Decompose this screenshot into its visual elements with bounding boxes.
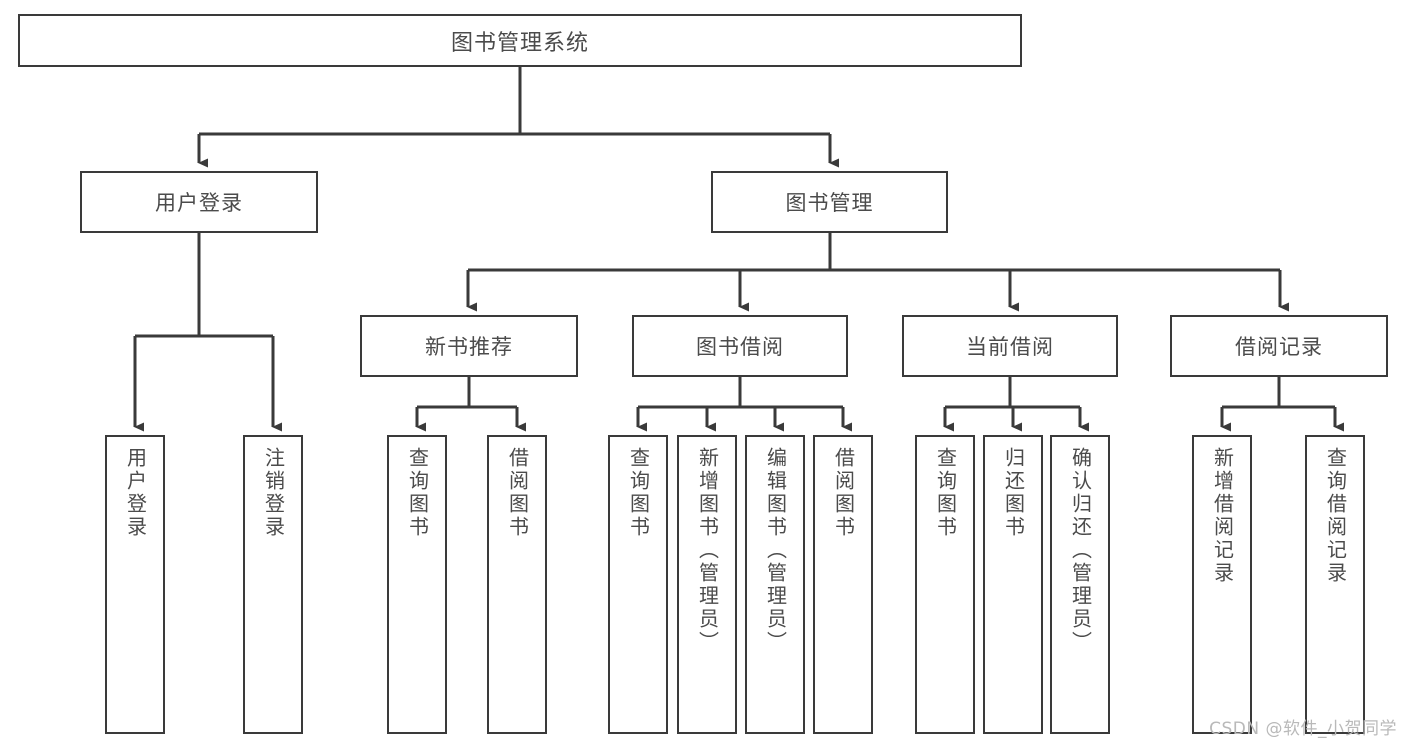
node-leaf-edit-book-label: 编辑图书（管理员） (763, 447, 788, 654)
node-leaf-query-book-2-label: 查询图书 (626, 447, 651, 539)
node-leaf-borrow-book-1-label: 借阅图书 (505, 447, 530, 539)
node-leaf-return-book-label: 归还图书 (1001, 447, 1026, 539)
node-leaf-query-book-1[interactable]: 查询图书 (387, 435, 447, 734)
node-user-login[interactable]: 用户登录 (80, 171, 318, 233)
node-current-borrow[interactable]: 当前借阅 (902, 315, 1118, 377)
node-leaf-edit-book[interactable]: 编辑图书（管理员） (745, 435, 805, 734)
node-user-login-label: 用户登录 (155, 191, 243, 215)
node-leaf-query-borrow-record[interactable]: 查询借阅记录 (1305, 435, 1365, 734)
node-leaf-borrow-book-1[interactable]: 借阅图书 (487, 435, 547, 734)
watermark: CSDN @软件_小贺同学 (1209, 719, 1397, 739)
node-leaf-user-login[interactable]: 用户登录 (105, 435, 165, 734)
node-book-borrow-label: 图书借阅 (696, 335, 784, 359)
node-new-book-recommend-label: 新书推荐 (425, 335, 513, 359)
node-new-book-recommend[interactable]: 新书推荐 (360, 315, 578, 377)
node-book-manage[interactable]: 图书管理 (711, 171, 948, 233)
node-leaf-user-login-label: 用户登录 (123, 447, 148, 539)
node-borrow-record[interactable]: 借阅记录 (1170, 315, 1388, 377)
node-leaf-query-borrow-record-label: 查询借阅记录 (1323, 447, 1348, 585)
node-leaf-add-borrow-record-label: 新增借阅记录 (1210, 447, 1235, 585)
node-root[interactable]: 图书管理系统 (18, 14, 1022, 67)
node-leaf-borrow-book-2-label: 借阅图书 (831, 447, 856, 539)
node-borrow-record-label: 借阅记录 (1235, 335, 1323, 359)
node-leaf-add-book[interactable]: 新增图书（管理员） (677, 435, 737, 734)
node-leaf-add-borrow-record[interactable]: 新增借阅记录 (1192, 435, 1252, 734)
node-leaf-logout-label: 注销登录 (261, 447, 286, 539)
node-leaf-return-book[interactable]: 归还图书 (983, 435, 1043, 734)
node-leaf-confirm-return[interactable]: 确认归还（管理员） (1050, 435, 1110, 734)
node-current-borrow-label: 当前借阅 (966, 335, 1054, 359)
node-leaf-add-book-label: 新增图书（管理员） (695, 447, 720, 654)
node-book-manage-label: 图书管理 (785, 191, 874, 215)
node-book-borrow[interactable]: 图书借阅 (632, 315, 848, 377)
node-root-label: 图书管理系统 (450, 30, 589, 56)
node-leaf-query-book-2[interactable]: 查询图书 (608, 435, 668, 734)
node-leaf-query-book-3[interactable]: 查询图书 (915, 435, 975, 734)
node-leaf-confirm-return-label: 确认归还（管理员） (1068, 447, 1093, 654)
node-leaf-query-book-1-label: 查询图书 (405, 447, 430, 539)
node-leaf-query-book-3-label: 查询图书 (933, 447, 958, 539)
node-leaf-borrow-book-2[interactable]: 借阅图书 (813, 435, 873, 734)
node-leaf-logout[interactable]: 注销登录 (243, 435, 303, 734)
